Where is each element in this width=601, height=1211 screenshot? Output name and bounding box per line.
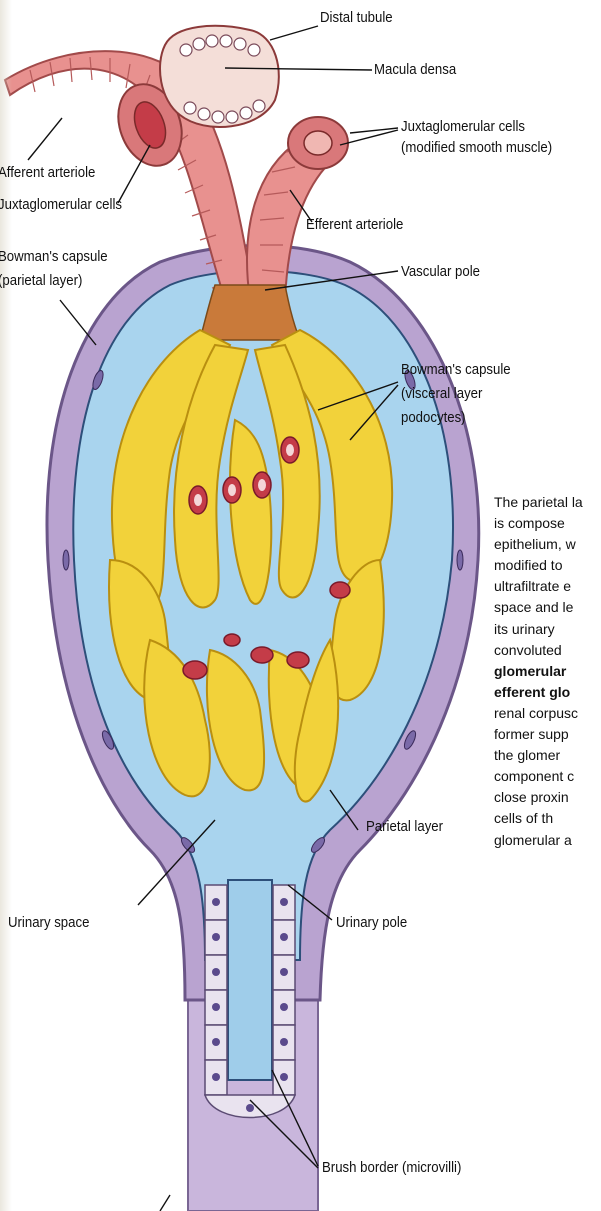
paragraph-line: is compose [494,513,601,534]
label-bowmans-capsule-parietal: Bowman's capsule [0,247,108,266]
paragraph-line: cells of th [494,808,601,829]
paragraph-line: component c [494,766,601,787]
label-juxtaglomerular-cells-right: Juxtaglomerular cells [401,117,525,136]
paragraph-line: close proxin [494,787,601,808]
efferent-lumen [304,131,332,155]
paragraph-line: renal corpusc [494,703,601,724]
label-afferent-arteriole: Afferent arteriole [0,163,95,182]
paragraph-line: convoluted [494,640,601,661]
paragraph-line: modified to [494,555,601,576]
paragraph-line: epithelium, w [494,534,601,555]
paragraph-line: glomerular a [494,830,601,851]
paragraph-line: ultrafiltrate e [494,576,601,597]
paragraph-line: its urinary [494,619,601,640]
label-juxtaglomerular-cells-left: Juxtaglomerular cells [0,195,122,214]
label-urinary-space: Urinary space [8,913,89,932]
label-distal-tubule: Distal tubule [320,8,393,27]
label-urinary-pole: Urinary pole [336,913,407,932]
vascular-pole-stalk [200,285,300,340]
paragraph-line: The parietal la [494,492,601,513]
label-bowmans-capsule-parietal-note: (parietal layer) [0,271,82,290]
label-juxtaglomerular-cells-right-note: (modified smooth muscle) [401,138,552,157]
paragraph-line: efferent glo [494,682,601,703]
paragraph-line: former supp [494,724,601,745]
paragraph-line: the glomer [494,745,601,766]
paragraph-line: space and le [494,597,601,618]
label-bowmans-capsule-visceral-podocytes: podocytes) [401,408,466,427]
label-bowmans-capsule-visceral: Bowman's capsule [401,360,511,379]
label-parietal-layer: Parietal layer [366,817,443,836]
label-macula-densa: Macula densa [374,60,456,79]
paragraph-line: glomerular [494,661,601,682]
urinary-pole-channel [228,880,272,1080]
description-paragraph: The parietal la is compose epithelium, w… [494,492,601,851]
label-bowmans-capsule-visceral-note: (visceral layer [401,384,482,403]
label-efferent-arteriole: Efferent arteriole [306,215,403,234]
label-vascular-pole: Vascular pole [401,262,480,281]
label-brush-border: Brush border (microvilli) [322,1158,461,1177]
